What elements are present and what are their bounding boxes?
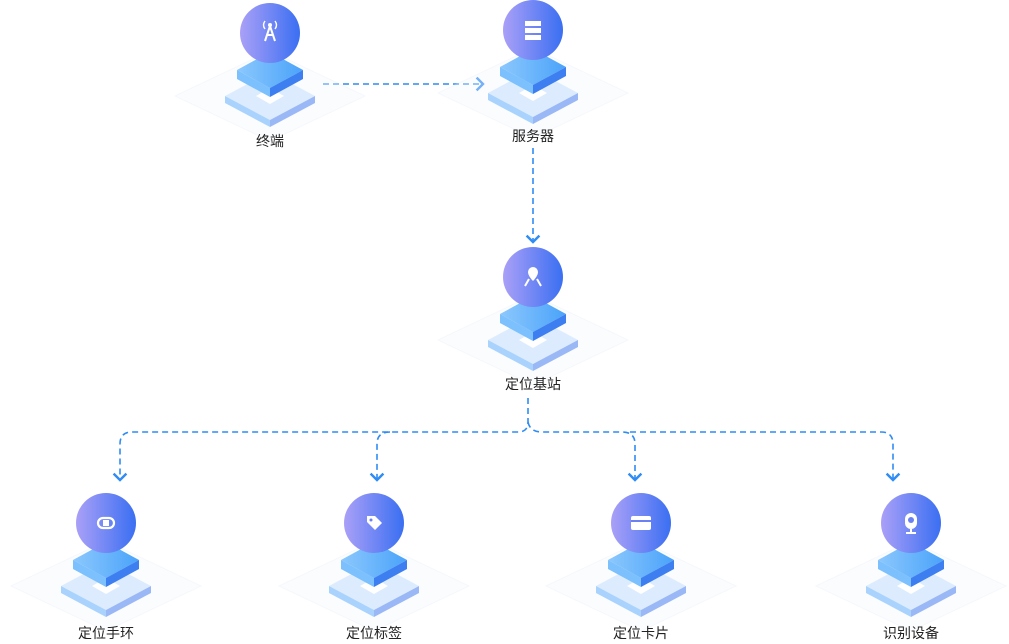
node-terminal[interactable] — [173, 3, 367, 142]
platform-top — [500, 49, 566, 94]
node-label: 定位卡片 — [613, 626, 669, 642]
edge-base-card — [527, 421, 643, 482]
platform-top — [878, 542, 944, 587]
signal-tower-icon — [262, 20, 278, 42]
edge-base-tag — [369, 431, 391, 482]
location-pin-icon — [524, 267, 542, 287]
node-label: 定位标签 — [346, 626, 402, 642]
platform-top — [73, 542, 139, 587]
node-circle — [240, 3, 300, 63]
node-base-station[interactable] — [436, 247, 630, 386]
node-tag[interactable] — [277, 493, 471, 632]
node-label: 终端 — [256, 134, 284, 150]
node-label: 服务器 — [512, 129, 554, 145]
tag-icon — [367, 516, 382, 530]
node-bracelet[interactable] — [9, 493, 203, 632]
platform-top — [237, 52, 303, 97]
card-icon — [631, 516, 651, 530]
node-card[interactable] — [544, 493, 738, 632]
platform-top — [341, 542, 407, 587]
node-label: 定位手环 — [78, 626, 134, 642]
node-server[interactable] — [436, 0, 630, 139]
camera-icon — [905, 513, 917, 534]
edge-base-bracelet — [112, 398, 529, 482]
bracelet-icon — [96, 516, 116, 530]
platform-top — [608, 542, 674, 587]
node-recognition[interactable] — [814, 493, 1008, 632]
node-label: 定位基站 — [505, 377, 561, 393]
platform-top — [500, 296, 566, 341]
node-label: 识别设备 — [883, 626, 939, 642]
server-icon — [525, 21, 541, 40]
edge-base-recognition — [630, 431, 901, 482]
